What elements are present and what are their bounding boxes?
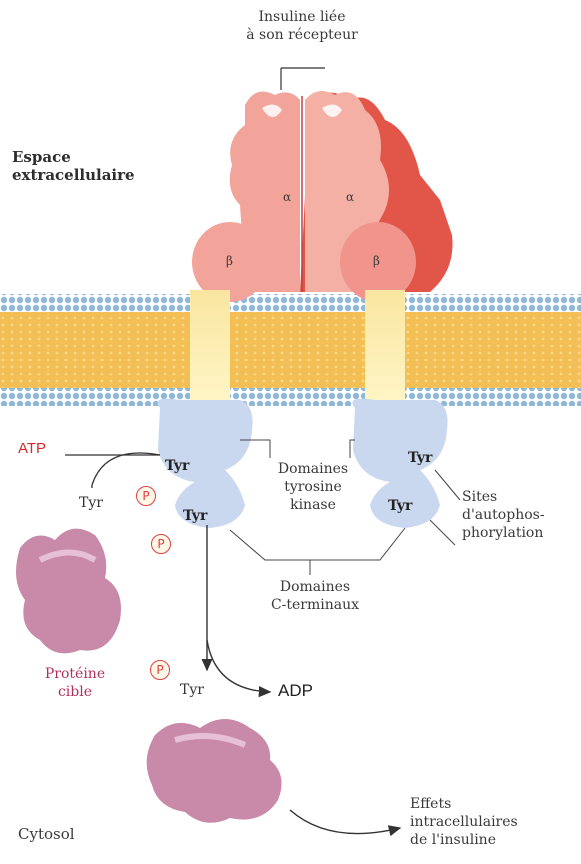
alpha-label-left: α bbox=[283, 188, 291, 206]
c-terminal-label: Domaines C-terminaux bbox=[255, 578, 375, 614]
target-protein-line1: Protéine bbox=[30, 665, 120, 683]
autophos-sites-line3: phorylation bbox=[462, 524, 545, 542]
adp-label: ADP bbox=[278, 682, 313, 700]
autophos-sites-line2: d'autophos- bbox=[462, 506, 545, 524]
autophos-sites-line1: Sites bbox=[462, 488, 545, 506]
extracellular-label-line2: extracellulaire bbox=[12, 166, 135, 184]
kinase-domains-label: Domaines tyrosine kinase bbox=[268, 460, 358, 514]
insulin-label-line1: Insuline liée bbox=[222, 8, 382, 26]
effects-line3: de l'insuline bbox=[410, 831, 518, 849]
phosphate-icon-upper: P bbox=[136, 486, 156, 506]
beta-label-left: β bbox=[226, 252, 233, 270]
kinase-domains-line2: tyrosine bbox=[268, 478, 358, 496]
effects-line2: intracellulaires bbox=[410, 813, 518, 831]
extracellular-label: Espace extracellulaire bbox=[12, 148, 135, 184]
target-protein-label: Protéine cible bbox=[30, 665, 120, 701]
target-protein-line2: cible bbox=[30, 683, 120, 701]
c-terminal-line2: C-terminaux bbox=[255, 596, 375, 614]
target-protein bbox=[16, 529, 121, 654]
effects-label: Effets intracellulaires de l'insuline bbox=[410, 795, 518, 849]
cytosol-label: Cytosol bbox=[18, 825, 75, 843]
effects-line1: Effets bbox=[410, 795, 518, 813]
phosphorylated-target-protein bbox=[147, 719, 282, 823]
extracellular-label-line1: Espace bbox=[12, 148, 135, 166]
phosphate-icon-target: P bbox=[150, 660, 170, 680]
insulin-label: Insuline liée à son récepteur bbox=[222, 8, 382, 44]
tyr-right-upper: Tyr bbox=[408, 450, 432, 466]
c-terminal-line1: Domaines bbox=[255, 578, 375, 596]
atp-arrow bbox=[65, 453, 160, 488]
insulin-label-line2: à son récepteur bbox=[222, 26, 382, 44]
atp-label: ATP bbox=[18, 440, 46, 458]
phosphate-icon-lower: P bbox=[151, 534, 171, 554]
autophos-sites-label: Sites d'autophos- phorylation bbox=[462, 488, 545, 542]
kinase-domains-line1: Domaines bbox=[268, 460, 358, 478]
insulin-pointer bbox=[281, 68, 325, 90]
cell-membrane bbox=[0, 294, 581, 406]
tyr-left-upper: Tyr bbox=[165, 458, 189, 474]
tyr-target-label: Tyr bbox=[180, 682, 204, 698]
alpha-label-right: α bbox=[346, 188, 354, 206]
tyr-left-lower: Tyr bbox=[183, 508, 207, 524]
tyr-free-label: Tyr bbox=[79, 495, 103, 511]
tyr-right-lower: Tyr bbox=[388, 498, 412, 514]
beta-label-right: β bbox=[373, 252, 380, 270]
kinase-domains-line3: kinase bbox=[268, 496, 358, 514]
